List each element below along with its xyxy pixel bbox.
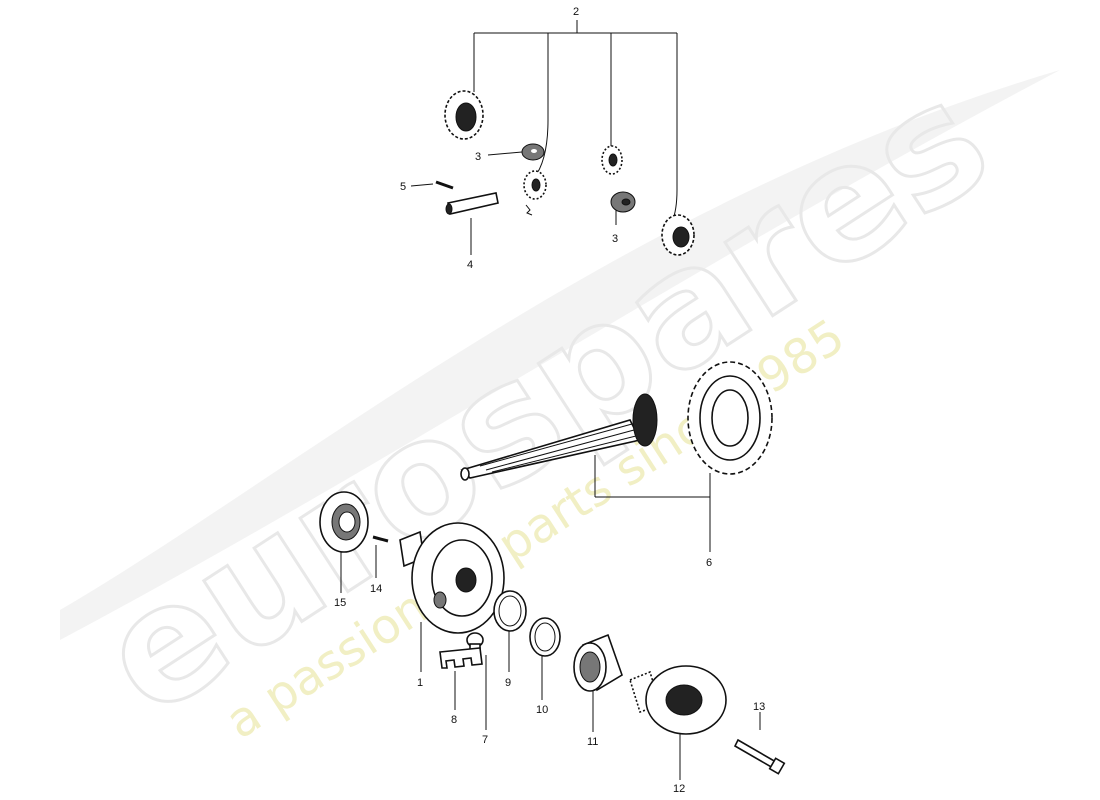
lock-plate: [439, 647, 483, 669]
callout-6: 6: [706, 557, 712, 569]
thrust-washer-upper: [521, 143, 545, 161]
callout-14: 14: [370, 583, 382, 595]
callout-11: 11: [587, 736, 598, 748]
ring-and-pinion-gear: [460, 361, 773, 481]
callout-10: 10: [536, 704, 548, 716]
shim-ring-outer: [493, 590, 527, 632]
differential-shaft: [445, 192, 499, 215]
callout-13: 13: [753, 701, 765, 713]
shaft-seal: [319, 491, 369, 553]
flange-bolt: [733, 738, 786, 775]
callout-7: 7: [482, 734, 488, 746]
upper-side-gear: [444, 90, 484, 140]
callout-8: 8: [451, 714, 457, 726]
callout-9: 9: [505, 677, 511, 689]
callout-1: 1: [417, 677, 423, 689]
drive-flange: [629, 665, 727, 735]
tapered-roller-bearing: [573, 633, 623, 692]
callout-3-upper: 3: [475, 151, 481, 163]
small-pinion-gear-left: [523, 170, 547, 216]
watermark-swoosh: [60, 70, 1060, 640]
right-side-gear: [661, 214, 695, 256]
callout-2: 2: [573, 6, 579, 18]
callout-3-lower: 3: [612, 233, 618, 245]
callout-4: 4: [467, 259, 473, 271]
dowel-pin: [372, 535, 389, 543]
callout-labels: 2 3 3 4 5 6 7 8 9 10 11 12 13 14 15 1: [334, 6, 765, 795]
callout-15: 15: [334, 597, 346, 609]
callout-5: 5: [400, 181, 406, 193]
differential-housing: [399, 522, 505, 634]
callout-12: 12: [673, 783, 685, 795]
spring-pin: [435, 180, 454, 190]
small-pinion-gear-right: [601, 145, 623, 175]
thrust-washer-lower: [610, 191, 636, 213]
shim-ring-inner: [529, 617, 561, 657]
